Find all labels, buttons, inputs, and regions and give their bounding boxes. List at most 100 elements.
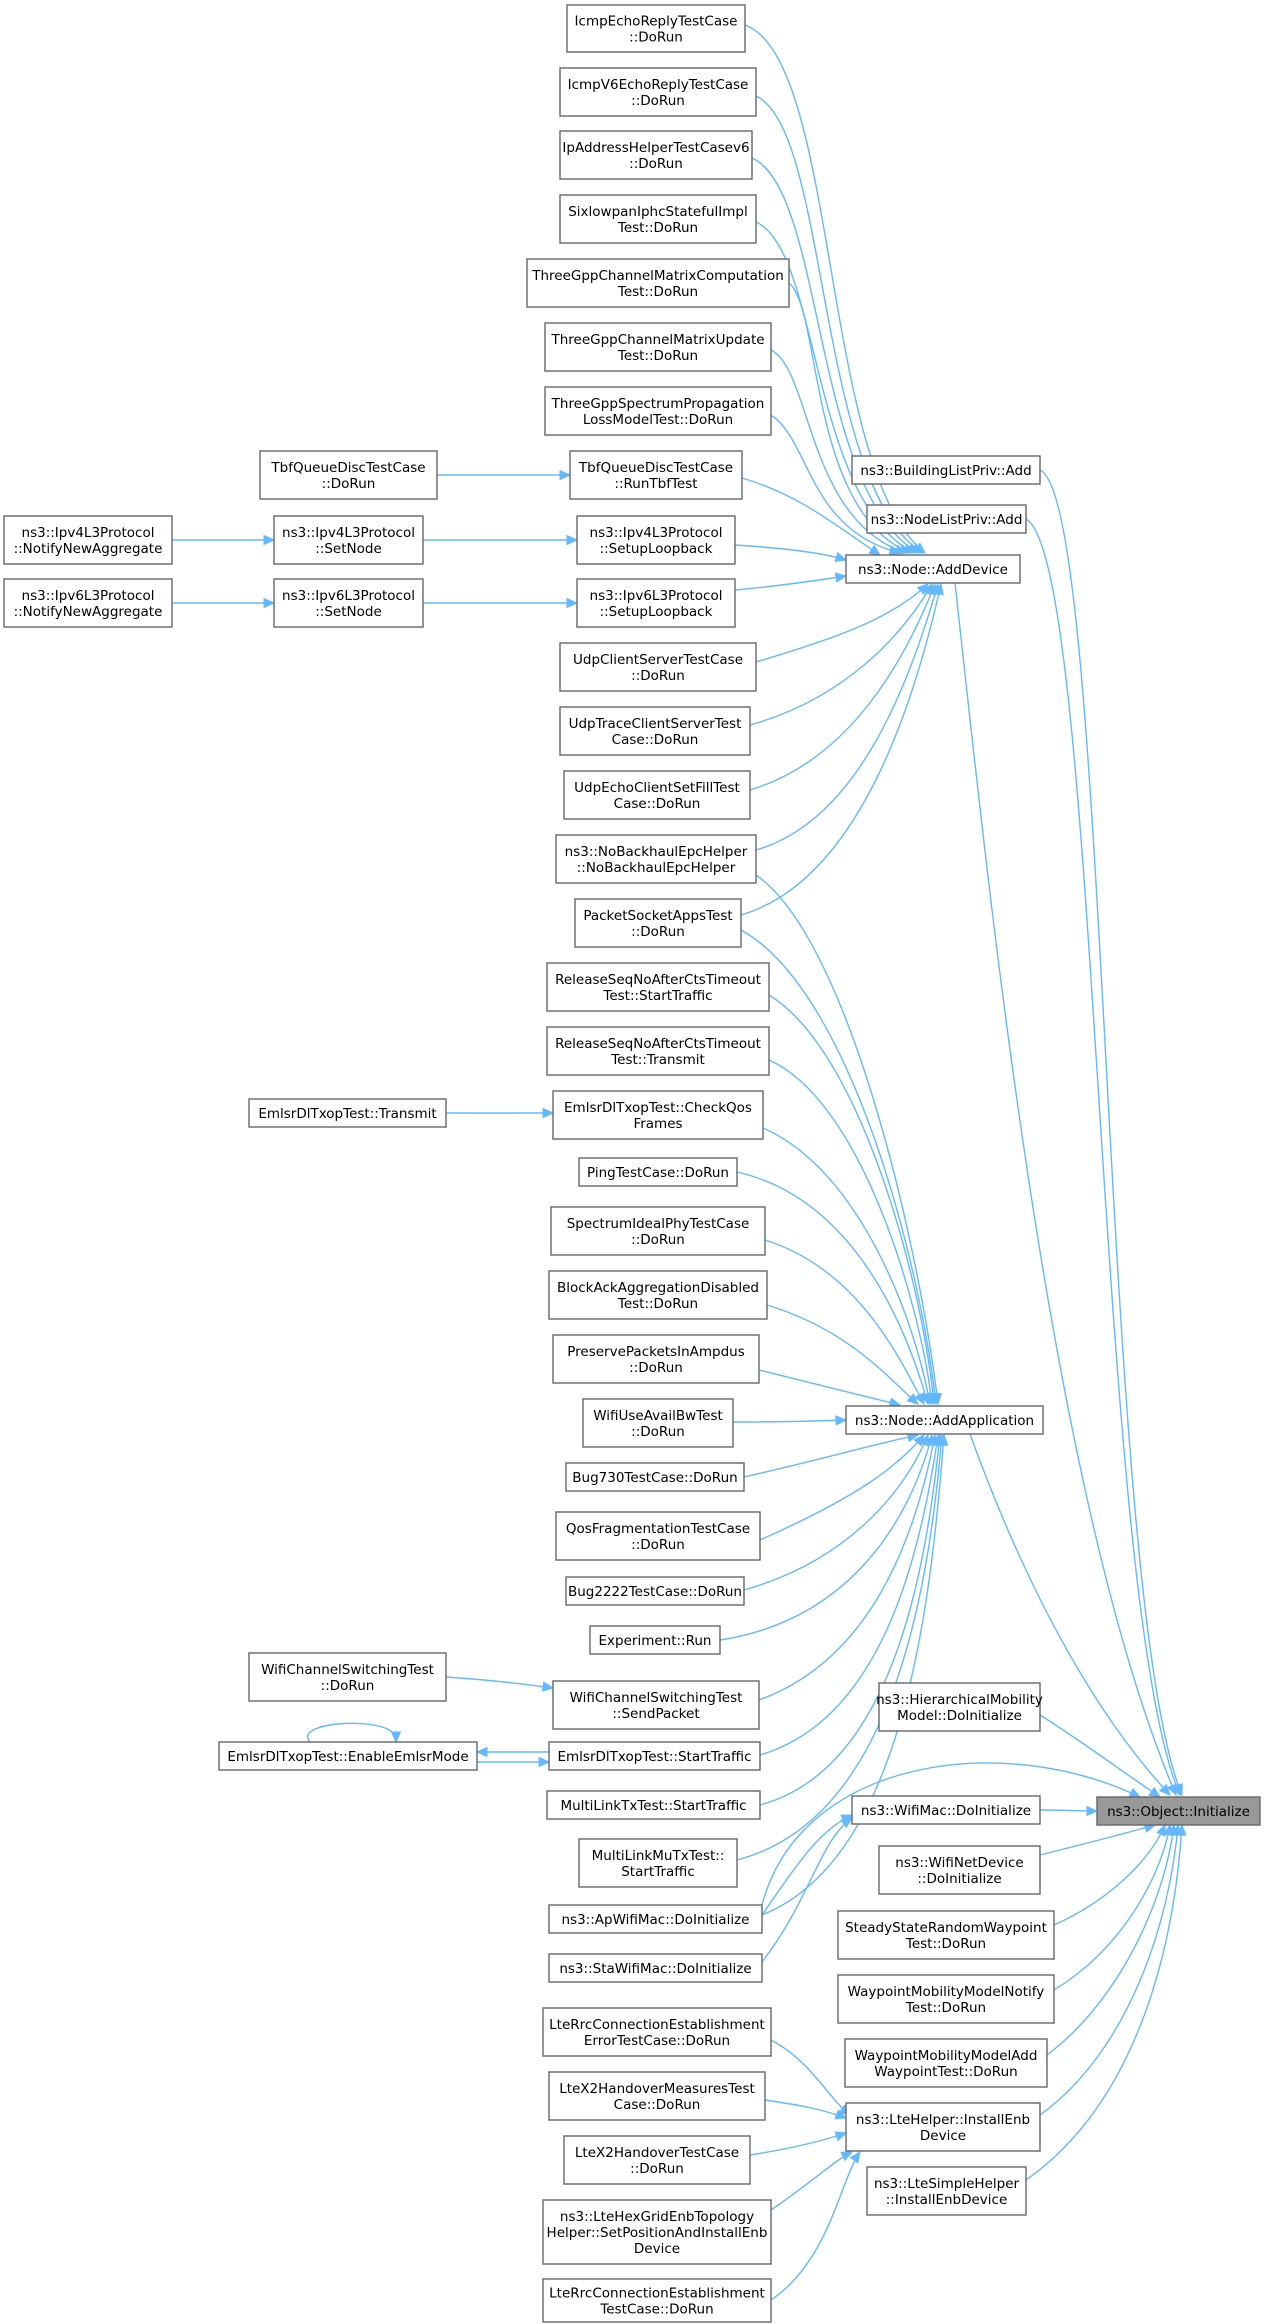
node-lteRrcErr[interactable]: LteRrcConnectionEstablishmentErrorTestCa…: [542, 2007, 772, 2057]
node-emlStart[interactable]: EmlsrDlTxopTest::StartTraffic: [548, 1741, 761, 1771]
node-box: [851, 1795, 1041, 1825]
node-tgppSpec[interactable]: ThreeGppSpectrumPropagationLossModelTest…: [544, 386, 772, 436]
node-emlEnable[interactable]: EmlsrDlTxopTest::EnableEmlsrMode: [218, 1741, 478, 1771]
node-label: ::SendPacket: [612, 1706, 699, 1722]
edge-apWifi-to-addApp: [761, 1433, 949, 1916]
node-multiLink[interactable]: MultiLinkTxTest::StartTraffic: [546, 1790, 761, 1820]
node-qosFrag[interactable]: QosFragmentationTestCase::DoRun: [555, 1511, 761, 1561]
node-ping[interactable]: PingTestCase::DoRun: [578, 1157, 738, 1187]
node-box: [548, 1904, 763, 1934]
node-box: [548, 1270, 768, 1320]
node-label: Case::DoRun: [614, 796, 701, 812]
node-box: [578, 1157, 738, 1187]
edge-wpNotify-to-initialize: [1053, 1823, 1174, 1991]
node-ipv4Notify[interactable]: ns3::Ipv4L3Protocol::NotifyNewAggregate: [3, 515, 173, 565]
node-noBack[interactable]: ns3::NoBackhaulEpcHelper::NoBackhaulEpcH…: [555, 834, 757, 884]
node-box: [559, 642, 757, 692]
node-tbfTest[interactable]: TbfQueueDiscTestCase::RunTbfTest: [569, 450, 743, 500]
node-wifiNet[interactable]: ns3::WifiNetDevice::DoInitialize: [878, 1845, 1041, 1895]
node-relStart[interactable]: ReleaseSeqNoAfterCtsTimeoutTest::StartTr…: [546, 962, 770, 1012]
node-label: ns3::Object::Initialize: [1107, 1804, 1250, 1820]
node-staWifi[interactable]: ns3::StaWifiMac::DoInitialize: [548, 1953, 763, 1983]
node-icmpV6[interactable]: IcmpV6EchoReplyTestCase::DoRun: [559, 67, 757, 117]
node-wcsRun[interactable]: WifiChannelSwitchingTest::DoRun: [248, 1652, 447, 1702]
node-label: WaypointMobilityModelNotify: [848, 1984, 1045, 2000]
arrowhead: [840, 1817, 854, 1829]
edge-udpTrace-to-addDevice: [749, 582, 933, 726]
node-wifiAvail[interactable]: WifiUseAvailBwTest::DoRun: [582, 1398, 734, 1448]
node-label: WaypointMobilityModelAdd: [855, 2048, 1038, 2064]
node-tgppComp[interactable]: ThreeGppChannelMatrixComputationTest::Do…: [526, 258, 790, 308]
node-experiment[interactable]: Experiment::Run: [589, 1625, 721, 1655]
node-lteInstall[interactable]: ns3::LteHelper::InstallEnbDevice: [845, 2102, 1041, 2152]
node-label: LteX2HandoverTestCase: [575, 2145, 739, 2161]
node-udpCS[interactable]: UdpClientServerTestCase::DoRun: [559, 642, 757, 692]
node-label: ns3::LteHelper::InstallEnb: [856, 2112, 1030, 2128]
node-lteSimple[interactable]: ns3::LteSimpleHelper::InstallEnbDevice: [866, 2166, 1027, 2216]
node-box: [559, 706, 751, 756]
node-lteX2[interactable]: LteX2HandoverTestCase::DoRun: [563, 2135, 751, 2185]
edge-noBack-to-addDevice: [755, 582, 941, 851]
node-label: ::DoRun: [631, 93, 685, 109]
node-initialize[interactable]: ns3::Object::Initialize: [1096, 1796, 1261, 1826]
node-label: ::DoRun: [629, 30, 683, 46]
node-lteRrc[interactable]: LteRrcConnectionEstablishmentTestCase::D…: [542, 2278, 772, 2323]
node-label: StartTraffic: [621, 1864, 695, 1880]
edge-ipv4SetNode-to-ipv4Loop: [423, 534, 579, 546]
edge-tbfRun-to-tbfTest: [436, 469, 572, 481]
node-ipv4SetNode[interactable]: ns3::Ipv4L3Protocol::SetNode: [273, 515, 424, 565]
node-hierMob[interactable]: ns3::HierarchicalMobilityModel::DoInitia…: [876, 1682, 1043, 1732]
node-lteHex[interactable]: ns3::LteHexGridEnbTopologyHelper::SetPos…: [542, 2199, 772, 2265]
edge-addDevice-to-initialize: [954, 582, 1177, 1797]
edge-ipv6Loop-to-addDevice: [734, 572, 848, 591]
node-label: ns3::WifiMac::DoInitialize: [861, 1803, 1031, 1819]
node-ipv6Loop[interactable]: ns3::Ipv6L3Protocol::SetupLoopback: [576, 578, 736, 628]
node-label: Test::Transmit: [610, 1052, 705, 1068]
node-ipv6Notify[interactable]: ns3::Ipv6L3Protocol::NotifyNewAggregate: [3, 578, 173, 628]
node-specIdeal[interactable]: SpectrumIdealPhyTestCase::DoRun: [550, 1206, 766, 1256]
node-label: MultiLinkTxTest::StartTraffic: [560, 1798, 746, 1814]
node-label: Bug730TestCase::DoRun: [572, 1470, 737, 1486]
node-label: Test::DoRun: [617, 284, 698, 300]
node-bug2222[interactable]: Bug2222TestCase::DoRun: [565, 1576, 745, 1606]
node-label: ::DoRun: [629, 1360, 683, 1376]
edge-lteX2Meas-to-lteInstall: [764, 2099, 848, 2120]
arrowhead: [933, 582, 944, 596]
node-apWifi[interactable]: ns3::ApWifiMac::DoInitialize: [548, 1904, 763, 1934]
node-icmpEcho[interactable]: IcmpEchoReplyTestCase::DoRun: [566, 4, 746, 53]
arrowhead: [914, 1392, 925, 1406]
node-wifiMac[interactable]: ns3::WifiMac::DoInitialize: [851, 1795, 1041, 1825]
node-box: [866, 2166, 1027, 2216]
node-multiMu[interactable]: MultiLinkMuTxTest::StartTraffic: [578, 1838, 738, 1888]
node-label: EmlsrDlTxopTest::CheckQos: [564, 1100, 752, 1116]
node-ipv6SetNode[interactable]: ns3::Ipv6L3Protocol::SetNode: [273, 578, 424, 628]
node-wcsSend[interactable]: WifiChannelSwitchingTest::SendPacket: [552, 1680, 760, 1730]
node-addApp[interactable]: ns3::Node::AddApplication: [845, 1405, 1044, 1435]
node-box: [565, 1576, 745, 1606]
node-box: [548, 1741, 761, 1771]
node-relTx[interactable]: ReleaseSeqNoAfterCtsTimeoutTest::Transmi…: [546, 1026, 770, 1076]
node-tbfRun[interactable]: TbfQueueDiscTestCase::DoRun: [259, 450, 438, 500]
node-nlp[interactable]: ns3::NodeListPriv::Add: [866, 504, 1027, 534]
node-label: ns3::Ipv4L3Protocol: [22, 525, 155, 541]
node-pktSock[interactable]: PacketSocketAppsTest::DoRun: [574, 898, 742, 948]
node-box: [3, 515, 173, 565]
node-preserve[interactable]: PreservePacketsInAmpdus::DoRun: [552, 1334, 760, 1384]
node-wpAdd[interactable]: WaypointMobilityModelAddWaypointTest::Do…: [844, 2038, 1048, 2088]
node-bug730[interactable]: Bug730TestCase::DoRun: [565, 1462, 745, 1492]
node-ipAddr[interactable]: IpAddressHelperTestCasev6::DoRun: [559, 130, 753, 180]
node-addDevice[interactable]: ns3::Node::AddDevice: [845, 554, 1021, 584]
node-emlTx[interactable]: EmlsrDlTxopTest::Transmit: [248, 1098, 447, 1128]
node-ipv4Loop[interactable]: ns3::Ipv4L3Protocol::SetupLoopback: [576, 515, 736, 565]
node-bld[interactable]: ns3::BuildingListPriv::Add: [851, 455, 1041, 485]
node-label: PingTestCase::DoRun: [587, 1165, 729, 1181]
